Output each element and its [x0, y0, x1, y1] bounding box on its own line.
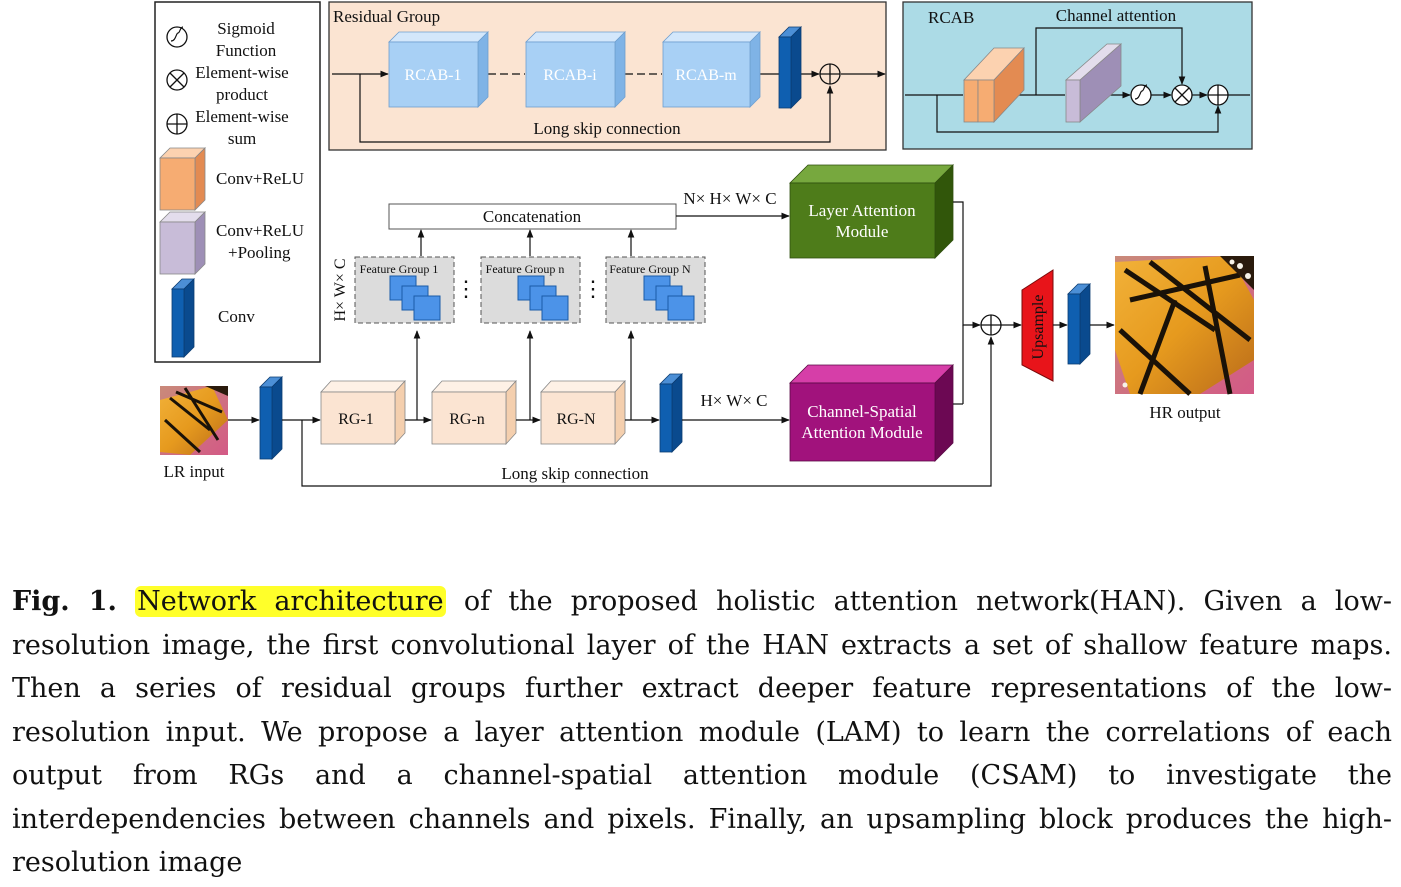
rcab-block-label: RCAB-i: [543, 67, 597, 84]
lam-label-line1: Layer Attention: [808, 201, 916, 220]
main-skip-label: Long skip connection: [501, 464, 649, 483]
rcab-block-label: RCAB-m: [675, 67, 737, 84]
sum-icon: [166, 113, 188, 135]
legend-sigmoid-line1: Sigmoid: [217, 19, 275, 38]
sum-icon: [1207, 84, 1229, 106]
figure-caption: Fig. 1. Network architecture of the prop…: [12, 580, 1392, 885]
upsample-label: Upsample: [1030, 295, 1047, 360]
lr-input-label: LR input: [164, 462, 225, 481]
rcab-title: RCAB: [928, 8, 974, 27]
rg-block-label: RG-N: [556, 411, 596, 428]
legend-sigmoid-line2: Function: [216, 41, 277, 60]
conv-relu-block-icon: [159, 147, 206, 211]
csam-label-line2: Attention Module: [801, 423, 922, 442]
residual-skip-label: Long skip connection: [533, 119, 681, 138]
ellipsis-dots: ⋮: [455, 276, 477, 301]
conv-block: [259, 376, 283, 460]
lr-input-image: [160, 386, 228, 455]
ellipsis-dots: ⋮: [582, 276, 604, 301]
sum-icon: [819, 63, 841, 85]
rcab-block: RCAB-m: [662, 31, 761, 108]
conv-relu-block: [963, 46, 1025, 124]
product-icon: [1171, 84, 1193, 106]
residual-group-panel: Residual Group RCAB-1 RCAB-i RCAB-m: [328, 1, 887, 151]
hr-output-label: HR output: [1149, 403, 1221, 422]
feature-dims-label: H× W× C: [332, 258, 349, 321]
legend-sum-line1: Element-wise: [195, 107, 288, 126]
caption-highlight: Network architecture: [135, 586, 446, 617]
caption-body: of the proposed holistic attention netwo…: [12, 586, 1392, 878]
upsample-block: Upsample: [1021, 269, 1054, 382]
hr-output-image: [1115, 256, 1254, 396]
channel-attention-label: Channel attention: [1056, 6, 1177, 25]
rg-block-label: RG-n: [449, 411, 485, 428]
layer-attention-module: Layer Attention Module: [789, 164, 954, 259]
product-icon: [166, 69, 188, 91]
concatenation-label: Concatenation: [483, 207, 582, 226]
rcab-block-label: RCAB-1: [405, 67, 462, 84]
legend-product-line2: product: [216, 85, 268, 104]
conv-relu-pool-block-icon: [159, 211, 206, 275]
csam-input-dims: H× W× C: [700, 391, 767, 410]
feature-group-label: Feature Group 1: [360, 262, 439, 276]
sigmoid-icon: [166, 26, 188, 48]
feature-group-label: Feature Group N: [609, 262, 691, 276]
legend-panel: Sigmoid Function Element-wise product El…: [154, 1, 321, 363]
rg-block-label: RG-1: [338, 411, 374, 428]
lam-label-line2: Module: [836, 222, 889, 241]
rg-block: RG-N: [540, 379, 626, 446]
concat-dims-label: N× H× W× C: [683, 189, 776, 208]
conv-block-icon: [171, 278, 195, 358]
legend-conv: Conv: [218, 307, 255, 326]
legend-conv-relu-pool-line2: +Pooling: [228, 243, 291, 262]
legend-conv-relu-pool-line1: Conv+ReLU: [216, 221, 304, 240]
rcab-block: RCAB-1: [388, 31, 489, 108]
rcab-panel: RCAB Channel attention: [902, 1, 1253, 150]
residual-group-title: Residual Group: [333, 7, 440, 26]
caption-label: Fig. 1.: [12, 586, 117, 617]
csam-label-line1: Channel-Spatial: [807, 402, 917, 421]
legend-sum-line2: sum: [228, 129, 256, 148]
conv-block: [659, 373, 683, 453]
main-network: LR input RG-1 RG-n RG-N: [160, 164, 1254, 487]
sum-icon: [980, 314, 1002, 336]
concatenation-box: [388, 203, 677, 230]
rg-block: RG-n: [431, 379, 517, 446]
conv-relu-pool-block: [1064, 43, 1123, 123]
feature-group-label: Feature Group n: [486, 262, 565, 276]
architecture-diagram: Sigmoid Function Element-wise product El…: [154, 1, 1254, 487]
sigmoid-icon: [1130, 84, 1152, 106]
rcab-block: RCAB-i: [525, 31, 626, 108]
conv-block: [778, 26, 802, 109]
legend-conv-relu: Conv+ReLU: [216, 169, 304, 188]
feature-group: Feature Group n: [480, 256, 581, 324]
legend-product-line1: Element-wise: [195, 63, 288, 82]
conv-block: [1067, 283, 1091, 365]
feature-group: Feature Group 1: [354, 256, 455, 324]
channel-spatial-attention-module: Channel-Spatial Attention Module: [789, 364, 954, 462]
feature-group: Feature Group N: [605, 256, 706, 324]
rg-block: RG-1: [320, 379, 406, 446]
